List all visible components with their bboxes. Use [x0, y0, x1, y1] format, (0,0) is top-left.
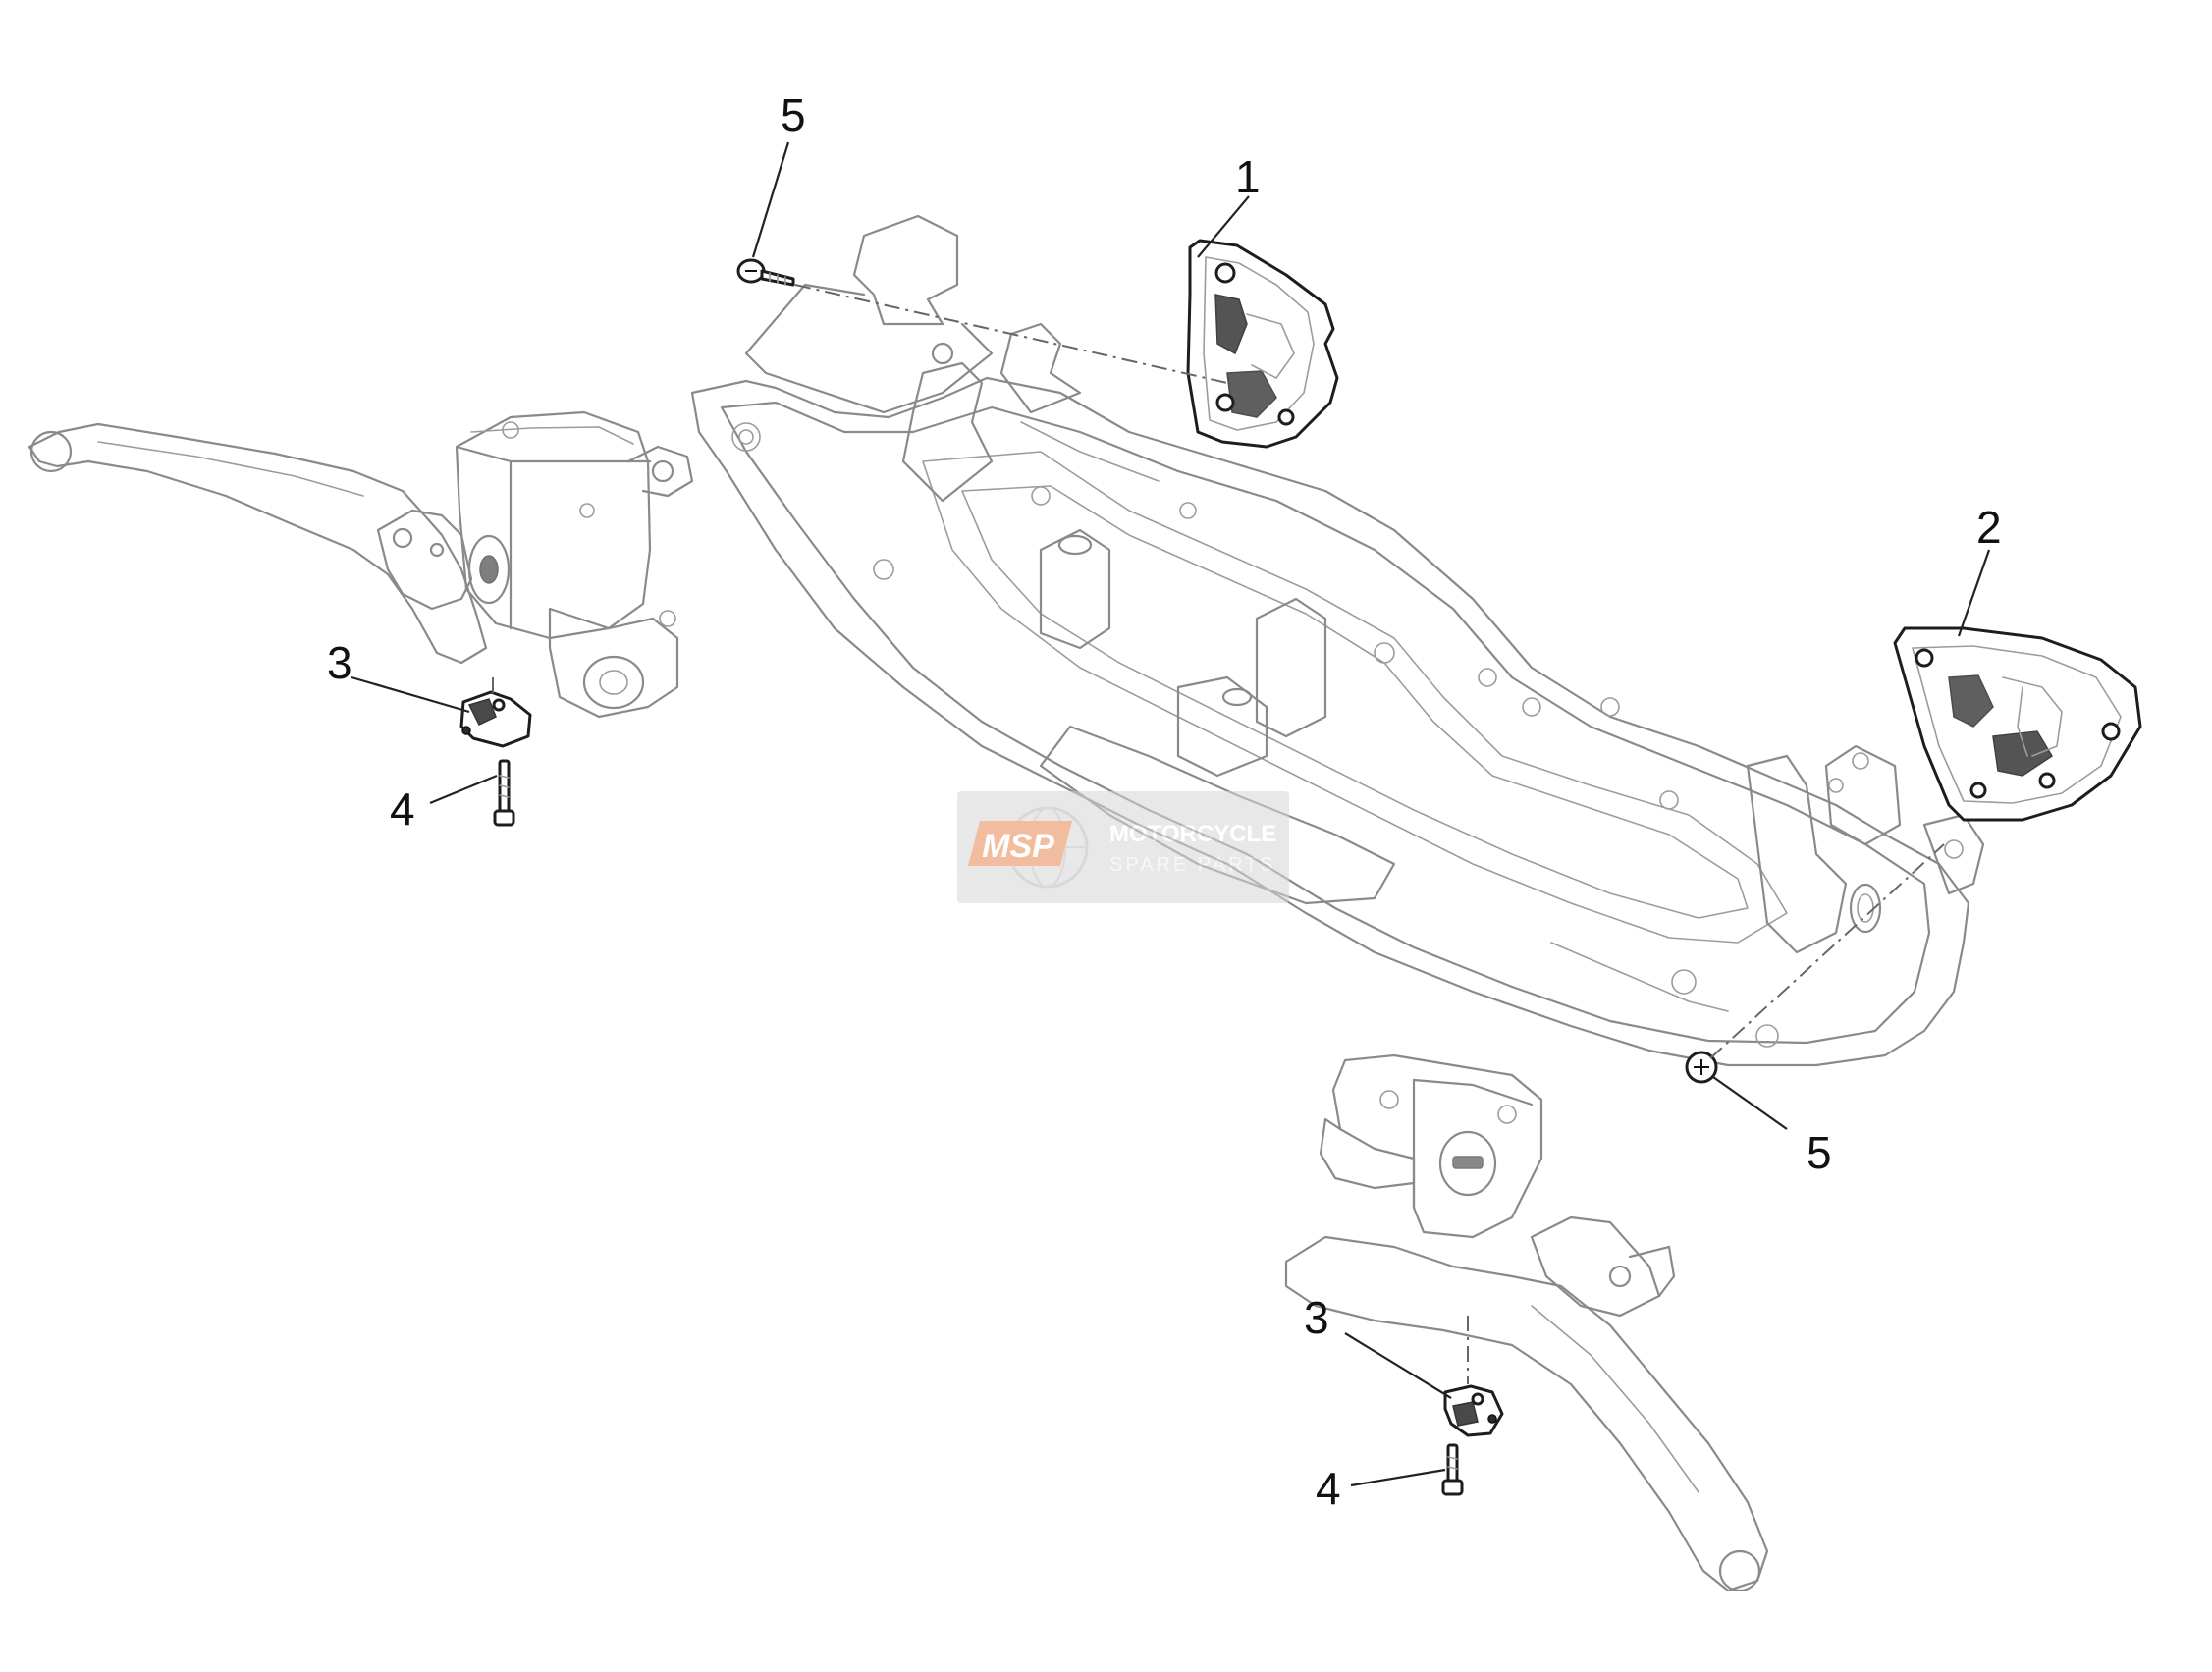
- callout-5-bottom: 5: [1807, 1127, 1832, 1178]
- callout-4-right: 4: [1316, 1463, 1341, 1514]
- watermark-line1: MOTORCYCLE: [1109, 821, 1276, 847]
- left-brake-lever-assembly: [27, 410, 694, 719]
- callout-3-right: 3: [1304, 1292, 1329, 1343]
- callout-1: 1: [1235, 151, 1261, 202]
- assembly-lines: [492, 284, 1945, 1384]
- part-5-screw-bottom: [1685, 1051, 1718, 1084]
- callout-5-top: 5: [781, 89, 806, 140]
- watermark-line2: SPARE PARTS: [1109, 854, 1276, 876]
- callout-labels: 1 2 3 3 4 4 5 5: [327, 89, 2002, 1514]
- part-3-brake-switch-right: [1443, 1384, 1504, 1437]
- part-5-screw-top: [736, 258, 795, 287]
- part-4-screw-right: [1441, 1443, 1464, 1496]
- callout-leaders: [351, 141, 1991, 1487]
- handlebar-frame: [690, 214, 1985, 1067]
- callout-3-left: 3: [327, 637, 352, 688]
- callout-4-left: 4: [390, 783, 415, 835]
- part-2-switch-housing: [1893, 626, 2142, 822]
- part-1-switch-housing: [1186, 239, 1339, 449]
- callout-2: 2: [1976, 502, 2002, 553]
- watermark-box: [957, 791, 1289, 903]
- watermark: MSP MOTORCYCLE SPARE PARTS: [957, 791, 1289, 903]
- part-3-brake-switch-left: [459, 690, 532, 748]
- right-brake-lever-assembly: [1284, 1053, 1769, 1592]
- watermark-logo: MSP: [982, 828, 1054, 865]
- part-4-screw-left: [493, 759, 515, 827]
